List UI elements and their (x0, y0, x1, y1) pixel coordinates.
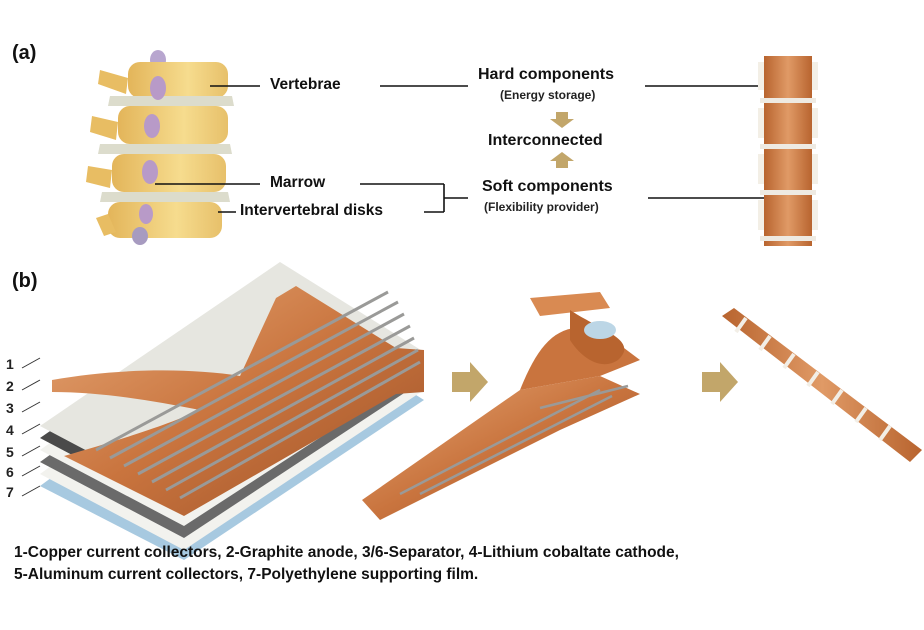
label-intervertebral-disks: Intervertebral disks (240, 202, 384, 219)
layer-pointers (21, 357, 41, 497)
panel-label-a: (a) (12, 42, 37, 64)
caption-line-2: 5-Aluminum current collectors, 7-Polyeth… (14, 566, 479, 583)
arrow-down-icon (550, 112, 574, 128)
layer-number: 2 (6, 378, 14, 394)
label-interconnected: Interconnected (488, 132, 603, 149)
leader-lines (155, 85, 778, 213)
layer-number: 7 (6, 484, 14, 500)
interconnect-arrows (550, 112, 574, 168)
spine-battery-strip (722, 308, 922, 462)
caption-line-1: 1-Copper current collectors, 2-Graphite … (14, 544, 679, 561)
layer-number: 5 (6, 444, 14, 460)
process-arrows (452, 362, 738, 402)
arrow-right-icon (702, 362, 738, 402)
label-marrow: Marrow (270, 174, 326, 191)
label-hard-components: Hard components (478, 66, 615, 83)
panel-label-b: (b) (12, 270, 38, 292)
label-vertebrae: Vertebrae (270, 76, 341, 93)
spine-illustration (86, 50, 234, 245)
arrow-up-icon (550, 152, 574, 168)
layer-number: 6 (6, 464, 14, 480)
label-energy-storage: (Energy storage) (500, 88, 596, 102)
layer-number: 4 (6, 422, 14, 438)
spine-battery-top (758, 56, 818, 246)
arrow-right-icon (452, 362, 488, 402)
label-soft-components: Soft components (482, 178, 613, 195)
layer-number: 1 (6, 356, 14, 372)
stacked-battery (40, 262, 424, 560)
folding-battery (362, 292, 640, 520)
label-flexibility-provider: (Flexibility provider) (484, 200, 599, 214)
layer-number: 3 (6, 400, 14, 416)
